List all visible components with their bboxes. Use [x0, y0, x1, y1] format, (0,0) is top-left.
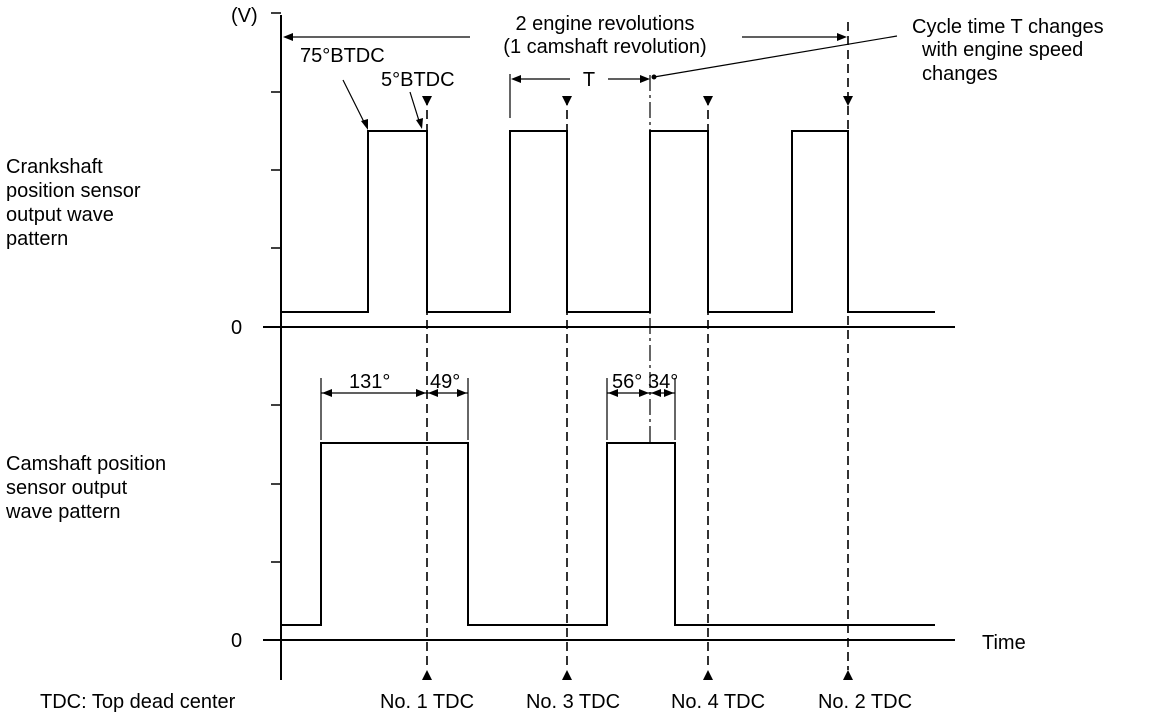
tdc-no3-bottom-arrow-icon	[562, 670, 572, 680]
tdc-no2-bottom-arrow-icon	[843, 670, 853, 680]
cycle-time-leader-dot	[651, 74, 657, 80]
angle-dimension-131-49	[320, 378, 469, 440]
time-axis-label: Time	[982, 632, 1026, 654]
period-dimension	[509, 74, 650, 118]
cam-label-line2: sensor output	[6, 477, 128, 499]
cam-label-line1: Camshaft position	[6, 453, 166, 475]
crank-label-line2: position sensor	[6, 180, 141, 202]
zero-label-upper: 0	[231, 317, 242, 339]
axis-ticks	[271, 12, 281, 563]
tdc-no2-top-arrow-icon	[843, 96, 853, 106]
crank-label-line1: Crankshaft	[6, 156, 103, 178]
btdc75-label: 75°BTDC	[300, 45, 385, 67]
tdc-no1-bottom-arrow-icon	[422, 670, 432, 680]
zero-label-lower: 0	[231, 630, 242, 652]
tdc-no4-label: No. 4 TDC	[671, 691, 765, 713]
btdc75-leader	[342, 79, 367, 127]
angle-56-label: 56°	[612, 371, 642, 393]
tdc-no1-label: No. 1 TDC	[380, 691, 474, 713]
crank-label-line3: output wave	[6, 204, 114, 226]
revolutions-label-line2: (1 camshaft revolution)	[503, 36, 706, 58]
cycle-time-leader	[653, 35, 898, 78]
cycle-label-line3: changes	[922, 63, 998, 85]
angle-49-label: 49°	[430, 371, 460, 393]
cam-label-line3: wave pattern	[5, 501, 121, 523]
tdc-no3-label: No. 3 TDC	[526, 691, 620, 713]
tdc-no4-bottom-arrow-icon	[703, 670, 713, 680]
cycle-label-line1: Cycle time T changes	[912, 16, 1104, 38]
crank-label-line4: pattern	[6, 228, 68, 250]
camshaft-wave	[281, 442, 935, 626]
period-label: T	[583, 69, 595, 91]
unit-label: (V)	[231, 5, 258, 27]
btdc5-leader	[409, 91, 421, 125]
angle-dimension-56-34	[606, 378, 676, 440]
tdc-legend: TDC: Top dead center	[40, 691, 236, 713]
angle-34-label: 34°	[648, 371, 678, 393]
btdc75-arrow-icon	[361, 119, 368, 130]
tdc-no3-top-arrow-icon	[562, 96, 572, 106]
btdc5-arrow-icon	[416, 118, 423, 129]
btdc5-label: 5°BTDC	[381, 69, 455, 91]
cycle-label-line2: with engine speed	[921, 39, 1083, 61]
tdc-no1-top-arrow-icon	[422, 96, 432, 106]
crankshaft-wave	[281, 130, 935, 313]
revolutions-dimension	[283, 33, 847, 41]
angle-131-label: 131°	[349, 371, 390, 393]
revolutions-label-line1: 2 engine revolutions	[515, 13, 694, 35]
tdc-no2-label: No. 2 TDC	[818, 691, 912, 713]
tdc-no4-top-arrow-icon	[703, 96, 713, 106]
